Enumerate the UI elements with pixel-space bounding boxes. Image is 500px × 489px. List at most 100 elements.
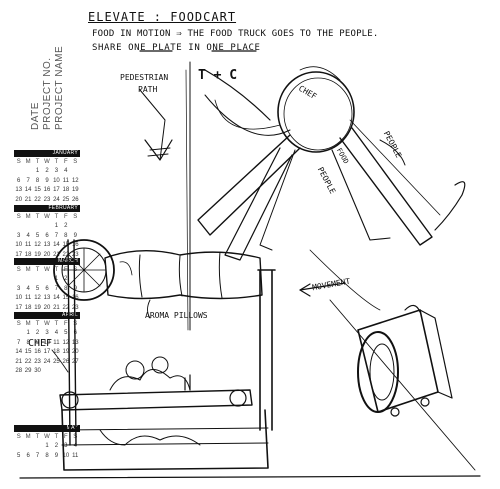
weekday-cell: M bbox=[25, 321, 31, 327]
date-cell: 15 bbox=[62, 295, 70, 301]
aroma-pillows bbox=[104, 249, 263, 300]
weekday-cell: S bbox=[16, 434, 21, 440]
date-cell: 12 bbox=[71, 177, 79, 184]
chef-hub-ellipse bbox=[277, 71, 355, 153]
date-cell: 22 bbox=[62, 251, 70, 258]
sweep-arc bbox=[214, 99, 281, 130]
month-bar: APRIL bbox=[14, 312, 80, 319]
date-cell: 11 bbox=[62, 177, 69, 184]
sweep-arc bbox=[204, 69, 271, 121]
weekday-cell: W bbox=[44, 267, 50, 273]
weekday-cell: S bbox=[16, 321, 21, 327]
chef-hub-ellipse-inner bbox=[283, 77, 353, 151]
weekday-cell: S bbox=[16, 267, 21, 273]
date-cell: 23 bbox=[71, 251, 79, 258]
date-cell: 20 bbox=[43, 304, 51, 311]
food-item bbox=[151, 356, 169, 374]
date-cell: 1 bbox=[35, 168, 40, 174]
date-cell: 30 bbox=[34, 368, 41, 374]
date-cell: 21 bbox=[53, 304, 60, 311]
path-label: PATH bbox=[138, 85, 158, 94]
cart-counter bbox=[59, 389, 253, 411]
pedestrian-label: PEDESTRIAN bbox=[120, 73, 169, 82]
month-bar: JANUARY bbox=[14, 150, 80, 157]
date-cell: 10 bbox=[53, 177, 60, 184]
counter-roller bbox=[229, 389, 247, 407]
diagonal-line bbox=[329, 299, 476, 471]
date-cell: 10 bbox=[15, 242, 23, 248]
date-cell: 11 bbox=[53, 339, 60, 346]
date-cell: 17 bbox=[43, 349, 51, 355]
sketch-title: ELEVATE : FOODCART bbox=[88, 10, 237, 24]
date-cell: 1 bbox=[54, 223, 59, 229]
date-cell: 4 bbox=[26, 285, 30, 292]
date-cell: 7 bbox=[17, 339, 21, 346]
weekday-cell: T bbox=[54, 159, 59, 165]
date-cell: 7 bbox=[54, 232, 59, 239]
concept-line-1: FOOD IN MOTION ⇒ THE FOOD TRUCK GOES TO … bbox=[92, 29, 379, 39]
date-cell: 24 bbox=[43, 358, 51, 365]
date-cell: 8 bbox=[64, 232, 68, 239]
cart-post bbox=[67, 239, 77, 446]
date-cell: 21 bbox=[15, 358, 23, 365]
date-cell: 20 bbox=[15, 196, 23, 203]
date-cell: 2 bbox=[54, 443, 59, 449]
date-cell: 1 bbox=[45, 443, 49, 449]
date-cell: 18 bbox=[24, 251, 32, 258]
date-cell: 19 bbox=[62, 349, 70, 355]
date-cell: 4 bbox=[54, 330, 59, 336]
weekday-cell: T bbox=[35, 434, 40, 440]
date-cell: 12 bbox=[34, 295, 41, 301]
date-cell: 16 bbox=[34, 349, 41, 355]
squiggle bbox=[379, 139, 406, 166]
date-cell: 9 bbox=[73, 232, 77, 239]
t-plus-c-label: T + C bbox=[198, 68, 238, 83]
date-cell: 25 bbox=[62, 196, 70, 203]
vertical-guide-line bbox=[185, 69, 189, 331]
date-cell: 13 bbox=[15, 187, 23, 193]
weekday-cell: T bbox=[35, 159, 40, 165]
bottles bbox=[184, 374, 191, 391]
date-cell: 4 bbox=[26, 232, 30, 239]
weekday-cell: W bbox=[44, 214, 50, 220]
date-cell: 2 bbox=[35, 330, 40, 336]
concept-line-2: SHARE ONE PLATE IN ONE PLACE bbox=[92, 43, 261, 53]
left-arm bbox=[197, 134, 301, 236]
ground-line bbox=[19, 475, 481, 479]
left-wheel bbox=[53, 239, 115, 301]
weekday-cell: W bbox=[44, 434, 50, 440]
weekday-cell: S bbox=[16, 214, 21, 220]
date-cell: 13 bbox=[43, 295, 51, 301]
date-cell: 3 bbox=[17, 285, 21, 292]
curve-line bbox=[309, 249, 381, 311]
weekday-cell: T bbox=[35, 214, 40, 220]
cart-unit-side bbox=[419, 309, 453, 399]
date-cell: 9 bbox=[45, 177, 49, 184]
cart-unit-caster bbox=[390, 407, 400, 417]
cart-unit-wheel bbox=[357, 331, 399, 413]
weekday-cell: T bbox=[54, 214, 59, 220]
date-cell: 6 bbox=[17, 177, 21, 184]
date-cell: 10 bbox=[43, 339, 51, 346]
date-cell: 17 bbox=[15, 251, 23, 258]
chef-left-label: CHEF bbox=[28, 338, 53, 349]
date-cell: 25 bbox=[53, 358, 60, 365]
date-cell: 18 bbox=[24, 304, 32, 311]
date-cell: 14 bbox=[53, 242, 60, 248]
weekday-cell: W bbox=[44, 159, 50, 165]
date-cell: 16 bbox=[71, 242, 79, 248]
weekday-cell: M bbox=[25, 214, 31, 220]
squiggle bbox=[434, 181, 466, 231]
date-cell: 21 bbox=[53, 251, 60, 258]
date-cell: 14 bbox=[24, 187, 32, 193]
aroma-leader bbox=[147, 299, 151, 319]
food-items bbox=[109, 369, 191, 391]
date-cell: 21 bbox=[24, 196, 32, 203]
date-cell: 5 bbox=[64, 330, 68, 336]
date-cell: 11 bbox=[25, 242, 32, 248]
chef-leader bbox=[51, 349, 69, 373]
date-cell: 23 bbox=[34, 358, 41, 365]
